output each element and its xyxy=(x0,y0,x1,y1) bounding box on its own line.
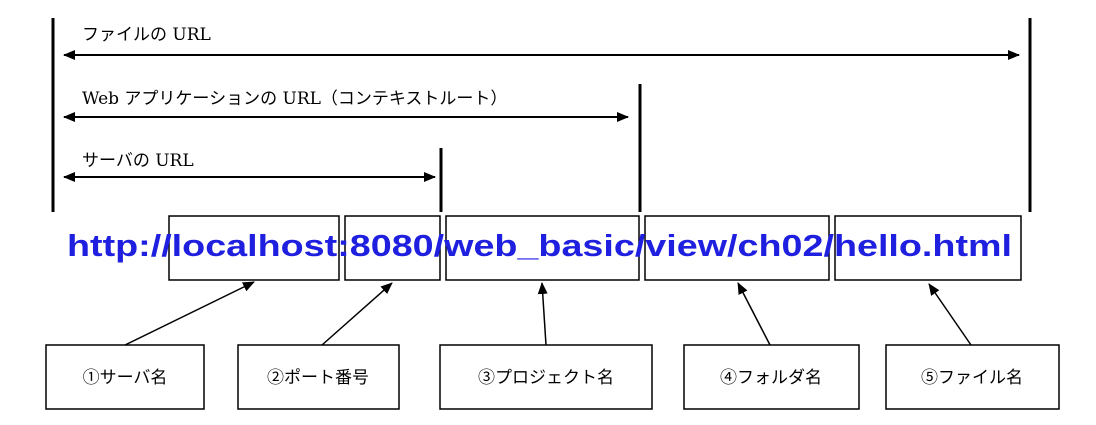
segment-box-file xyxy=(834,215,1022,281)
caption-file: ⑤ファイル名 xyxy=(921,368,1023,388)
webapp-url-label: Web アプリケーションの URL（コンテキストルート） xyxy=(82,89,507,109)
caption-folder: ④フォルダ名 xyxy=(720,368,822,388)
caption-box-file xyxy=(885,344,1060,410)
caption-box-folder xyxy=(683,344,860,410)
segment-box-folder xyxy=(644,215,830,281)
server-url-label: サーバの URL xyxy=(82,151,194,171)
file-url-label: ファイルの URL xyxy=(82,25,211,45)
segment-box-port xyxy=(344,215,441,281)
caption-box-port xyxy=(237,344,400,410)
segment-box-project xyxy=(445,215,640,281)
caption-port: ②ポート番号 xyxy=(267,368,369,388)
url-text: http://localhost:8080/web_basic/view/ch0… xyxy=(67,228,1012,263)
pointer-arrow-folder xyxy=(737,282,771,346)
caption-project: ③プロジェクト名 xyxy=(478,368,614,388)
caption-server: ①サーバ名 xyxy=(83,368,168,388)
pointer-arrow-project xyxy=(537,282,548,346)
pointer-arrow-port xyxy=(321,282,393,346)
segment-box-server xyxy=(168,215,340,281)
pointer-arrow-file xyxy=(928,283,972,346)
pointer-arrow-server xyxy=(124,281,255,346)
